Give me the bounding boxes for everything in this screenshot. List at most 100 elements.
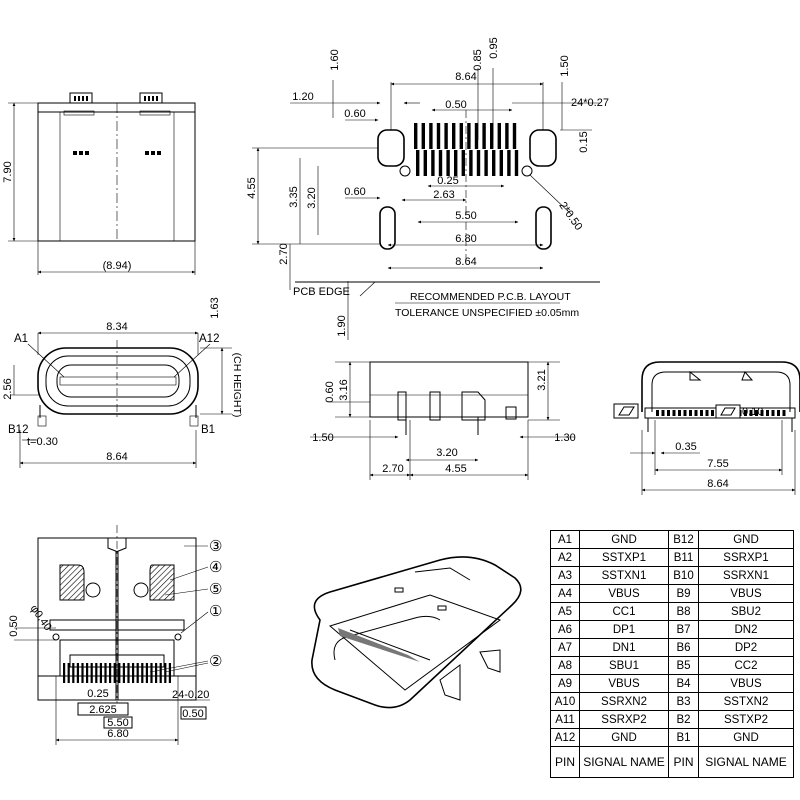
rear-contact <box>771 410 775 416</box>
dim-3-20: 3.20 <box>306 187 318 208</box>
dim-5-50: 5.50 <box>455 210 476 222</box>
bottom-contact-pin <box>150 663 153 683</box>
bottom-contact-pin <box>113 663 116 683</box>
footprint-pad-row-b <box>499 150 503 176</box>
bottom-contact-pin <box>99 663 102 683</box>
dim-1-50: 1.50 <box>559 55 571 76</box>
footprint-pad-row-a <box>505 123 509 149</box>
bottom-contact-pin <box>81 663 84 683</box>
layout-note-2: TOLERANCE UNSPECIFIED ±0.05mm <box>395 307 579 319</box>
pin-table-cell: A10 <box>550 692 580 711</box>
bottom-contact-pin <box>168 663 171 683</box>
pin-table-cell: SBU1 <box>579 656 669 675</box>
pin-table-cell: DN1 <box>579 638 669 657</box>
dim-1-60: 1.60 <box>329 49 341 70</box>
mating-width-8-64: 8.64 <box>106 451 127 463</box>
dim-8-64-bottom: 8.64 <box>455 256 476 268</box>
pin-table-cell: B7 <box>668 620 699 639</box>
dim-0-60-side: 0.60 <box>324 381 336 402</box>
pin-table-cell: DN2 <box>698 620 794 639</box>
rear-contact <box>689 410 692 416</box>
footprint-pad-row-a <box>444 123 448 149</box>
bottom-contact-pin <box>118 663 121 683</box>
pin-table-cell: GND <box>579 530 669 549</box>
dim-0-35: 0.35 <box>675 441 696 453</box>
footprint-pad-row-a <box>482 123 486 149</box>
footprint-pad-row-a <box>512 123 517 149</box>
pin-table-cell: VBUS <box>698 584 794 603</box>
rear-contact <box>705 410 709 416</box>
pin-table-cell: A11 <box>550 710 580 729</box>
pin-table-cell: A5 <box>550 602 580 621</box>
pin-b12-label: B12 <box>8 424 28 436</box>
pin-table-cell: VBUS <box>579 584 669 603</box>
dim-2-56: 2.56 <box>2 378 14 399</box>
footprint-pad-row-b <box>507 150 511 176</box>
footprint-pad-row-b <box>446 150 450 176</box>
footprint-pad-row-b <box>438 150 443 176</box>
rear-contact <box>755 410 758 416</box>
rear-contact <box>766 410 769 416</box>
pin-table-cell: VBUS <box>698 674 794 693</box>
flatness-value: 0.10 <box>742 406 763 418</box>
bottom-view: ③ ④ ⑤ ① ② φ0.40 0.50 0.25 2.625 5.50 24-… <box>8 525 222 745</box>
dim-2-625: 2.625 <box>89 704 117 716</box>
dim-3-21: 3.21 <box>536 369 548 390</box>
rear-contact <box>700 410 703 416</box>
callout-1: ① <box>209 603 222 620</box>
dim-8-64-rear: 8.64 <box>707 478 728 490</box>
pin-table-cell: SSTXP2 <box>698 710 794 729</box>
pin-table-cell: B2 <box>668 710 699 729</box>
pin-a12-label: A12 <box>199 333 219 345</box>
pin-table-cell: SBU2 <box>698 602 794 621</box>
footprint-pad-row-b <box>416 150 420 176</box>
pin-table-cell: DP2 <box>698 638 794 657</box>
rear-contact <box>711 410 714 416</box>
pin-table-cell: B12 <box>668 530 699 549</box>
rear-contact <box>656 410 659 416</box>
callout-5: ⑤ <box>209 581 222 598</box>
bottom-contact-pin <box>136 663 139 683</box>
footprint-pad-row-a <box>429 123 433 149</box>
bottom-contact-pin <box>72 663 75 683</box>
bottom-contact-pin <box>164 663 167 683</box>
pin-table-cell: SIGNAL NAME <box>579 746 669 778</box>
ch-height-label: (CH HEIGHT) <box>231 353 243 418</box>
footprint-pad-row-b <box>484 150 488 176</box>
pin-b1-label: B1 <box>201 424 215 436</box>
pin-table-cell: B11 <box>668 548 699 567</box>
bottom-contact-pin <box>86 663 89 683</box>
thickness-label: t=0.30 <box>27 436 58 448</box>
pin-table-cell: CC2 <box>698 656 794 675</box>
rear-contact <box>782 410 786 416</box>
rear-contact <box>694 410 698 416</box>
pin-table-cell: A7 <box>550 638 580 657</box>
pcb-edge-label: PCB EDGE <box>293 286 350 298</box>
pin-table-cell: SSRXN2 <box>579 692 669 711</box>
pin-table-cell: SSTXP1 <box>579 548 669 567</box>
dim-1-63: 1.63 <box>209 297 221 318</box>
footprint-pad-row-a <box>467 123 471 149</box>
dim-0-15: 0.15 <box>578 131 590 152</box>
footprint-pad-row-a <box>421 123 425 149</box>
footprint-pad-row-b <box>431 150 435 176</box>
dim-0-50: 0.50 <box>445 99 466 111</box>
layout-note-1: RECOMMENDED P.C.B. LAYOUT <box>410 291 571 303</box>
dim-7-55: 7.55 <box>707 458 728 470</box>
dim-0-50-box: 0.50 <box>182 708 203 720</box>
pin-table-cell: GND <box>698 728 794 747</box>
pin-table-cell: A4 <box>550 584 580 603</box>
pin-table-cell: PIN <box>668 746 699 778</box>
pin-table-cell: SSTXN2 <box>698 692 794 711</box>
footprint-pad-row-b <box>514 150 519 176</box>
footprint-pad-row-a <box>452 123 456 149</box>
pin-table-cell: GND <box>579 728 669 747</box>
